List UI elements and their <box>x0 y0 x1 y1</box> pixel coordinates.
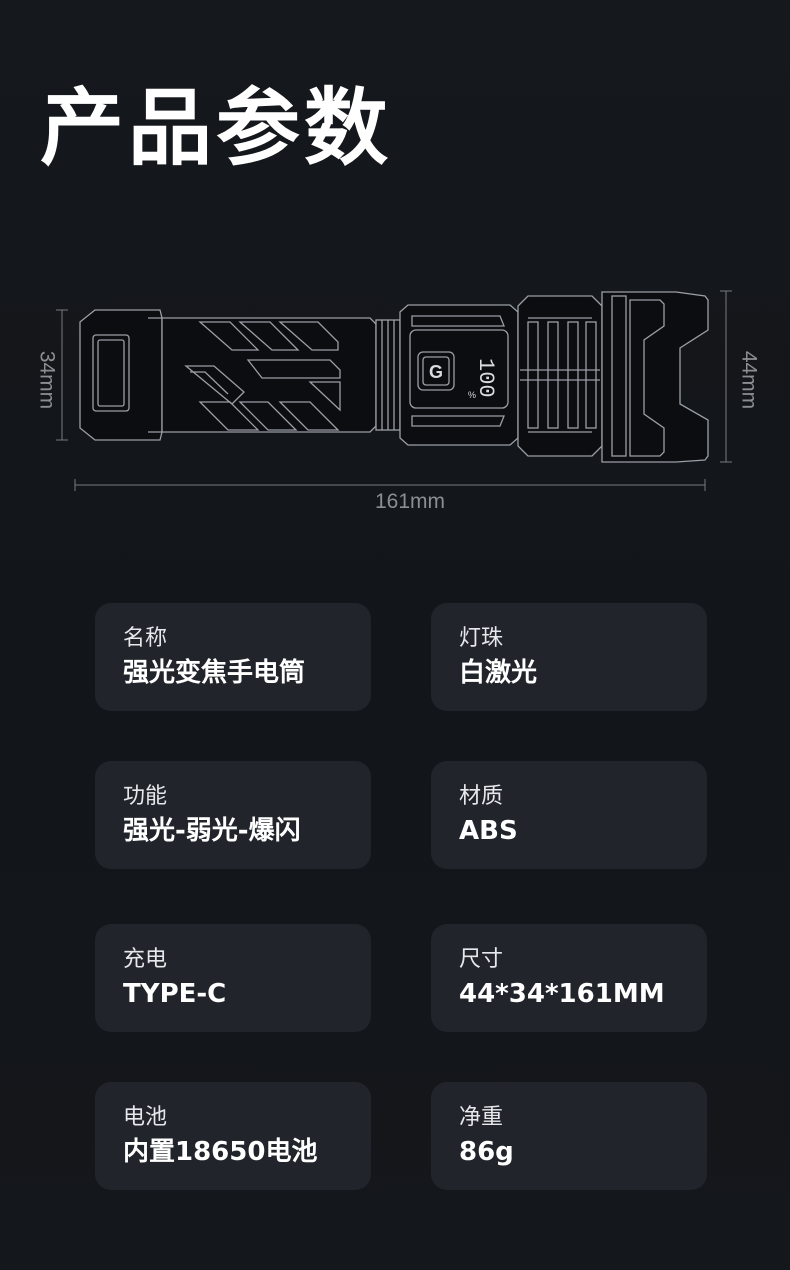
spec-card-charging: 充电 TYPE-C <box>95 924 371 1032</box>
spec-value: 86g <box>459 1137 514 1167</box>
spec-value: 强光-弱光-爆闪 <box>123 816 301 846</box>
spec-label: 尺寸 <box>459 947 504 972</box>
spec-value: 内置18650电池 <box>123 1137 318 1167</box>
dimension-right-label: 44mm <box>737 350 761 410</box>
spec-card-weight: 净重 86g <box>431 1082 707 1190</box>
spec-card-material: 材质 ABS <box>431 761 707 869</box>
battery-readout: 100 <box>473 358 498 398</box>
spec-value: 强光变焦手电筒 <box>123 658 306 688</box>
spec-label: 名称 <box>123 626 168 651</box>
spec-label: 功能 <box>123 784 168 809</box>
page-title: 产品参数 <box>40 79 393 177</box>
spec-value: 白激光 <box>459 658 538 688</box>
flashlight-body <box>79 291 709 463</box>
spec-card-function: 功能 强光-弱光-爆闪 <box>95 761 371 869</box>
spec-value: 44*34*161MM <box>459 979 665 1009</box>
spec-label: 净重 <box>459 1105 504 1130</box>
spec-label: 电池 <box>123 1105 168 1130</box>
spec-label: 灯珠 <box>459 626 504 651</box>
spec-card-led: 灯珠 白激光 <box>431 603 707 711</box>
dimension-length-label: 161mm <box>374 490 446 513</box>
spec-card-battery: 电池 内置18650电池 <box>95 1082 371 1190</box>
logo-letter: G <box>429 362 443 382</box>
spec-value: TYPE-C <box>123 979 227 1009</box>
spec-value: ABS <box>459 816 518 846</box>
spec-card-size: 尺寸 44*34*161MM <box>431 924 707 1032</box>
spec-label: 材质 <box>459 784 504 809</box>
dimension-lines <box>56 290 732 491</box>
battery-unit: % <box>468 390 476 400</box>
dimension-left-label: 34mm <box>35 350 59 410</box>
flashlight-illustration: G 100 % <box>56 290 732 491</box>
spec-label: 充电 <box>123 947 168 972</box>
spec-card-name: 名称 强光变焦手电筒 <box>95 603 371 711</box>
